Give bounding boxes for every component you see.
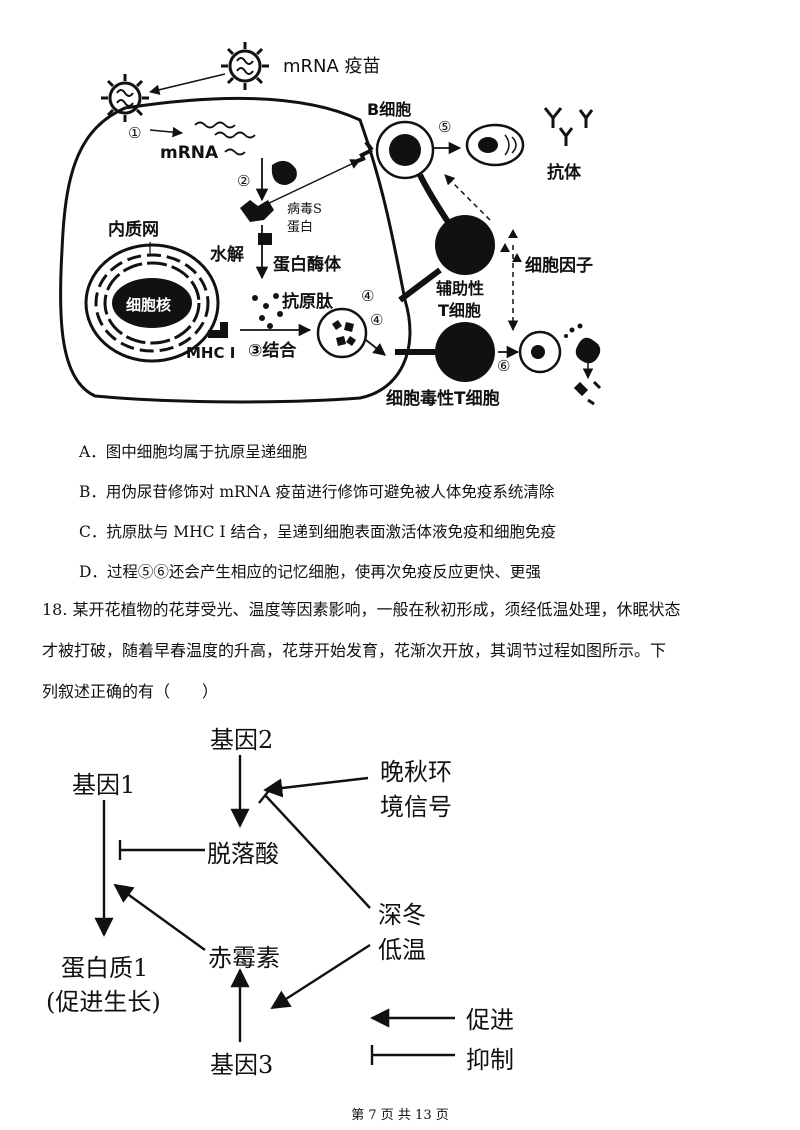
page-footer: 第 7 页 共 13 页 — [351, 1108, 449, 1123]
antigen-peptide-label: 抗原肽 — [282, 292, 333, 312]
step-4b-label: ④ — [370, 311, 384, 329]
helper-t-cell — [435, 215, 495, 275]
arrow-ga-protein1 — [113, 883, 206, 951]
option-b: B．用伪尿苷修饰对 mRNA 疫苗进行修饰可避免被人体免疫系统清除 — [79, 483, 555, 501]
step-2-label: ② — [237, 172, 251, 190]
helper-t-label-2: T细胞 — [438, 301, 481, 320]
s-protein-label-2: 蛋白 — [287, 220, 314, 235]
legend-inhibit-label: 抑制 — [466, 1046, 514, 1074]
cytokine-label: 细胞因子 — [525, 256, 593, 276]
protein-1-label-2: (促进生长) — [46, 988, 161, 1016]
step-4a-label: ④ — [361, 287, 375, 305]
arrow-autumn-aba — [263, 776, 369, 798]
proteasome-label: 蛋白酶体 — [273, 255, 341, 275]
mrna-strands — [194, 121, 256, 156]
question-18-line-1: 18. 某开花植物的花芽受光、温度等因素影响，一般在秋初形成，须经低温处理，休眠… — [42, 600, 681, 619]
antigen-peptide-dots — [252, 293, 283, 329]
gibberellin-label: 赤霉素 — [208, 944, 280, 972]
lysed-cell-icon — [575, 337, 601, 364]
arrow-winter-ga — [270, 943, 371, 1010]
gene-3-label: 基因3 — [210, 1051, 274, 1079]
nucleus — [112, 278, 192, 328]
step-5-label: ⑤ — [438, 118, 452, 136]
cytotoxic-t-label: 细胞毒性T细胞 — [386, 389, 500, 409]
antibody-label: 抗体 — [547, 163, 581, 183]
protein-1-label-1: 蛋白质1 — [61, 954, 149, 982]
endoplasmic-reticulum — [84, 243, 220, 363]
late-autumn-label-2: 境信号 — [380, 793, 452, 821]
deep-winter-label-2: 低温 — [378, 936, 426, 964]
cytokine-triangles — [500, 229, 522, 262]
gene-2-label: 基因2 — [210, 726, 274, 754]
question-18-line-2: 才被打破，随着早春温度的升高，花芽开始发育，花渐次开放，其调节过程如图所示。下 — [42, 641, 667, 660]
b-cell-label: B细胞 — [367, 100, 412, 119]
mrna-vaccine-label: mRNA 疫苗 — [283, 56, 381, 77]
immune-response-diagram — [59, 42, 602, 406]
inhibit-winter-aba — [264, 794, 371, 909]
mhc-label: MHC I — [186, 344, 236, 362]
step-6-label: ⑥ — [497, 357, 511, 375]
antibody-icons — [543, 107, 594, 146]
vesicle — [316, 307, 368, 359]
step-3-label: ③结合 — [248, 341, 297, 361]
antigen-presenting-cell-outline — [59, 96, 412, 404]
option-a: A．图中细胞均属于抗原呈递细胞 — [79, 443, 308, 461]
legend-promote-label: 促进 — [466, 1006, 514, 1034]
deep-winter-label-1: 深冬 — [378, 901, 426, 929]
late-autumn-label-1: 晚秋环 — [380, 758, 452, 786]
proteasome-icon — [258, 233, 272, 245]
vaccine-particle-entering — [101, 74, 149, 122]
s-protein-label-1: 病毒S — [287, 202, 322, 217]
step-1-label: ① — [128, 124, 142, 142]
question-18-line-3: 列叙述正确的有（ ） — [42, 682, 219, 701]
mhc-i-icon — [208, 322, 228, 338]
helper-t-label-1: 辅助性 — [436, 279, 485, 298]
mrna-label: mRNA — [160, 143, 219, 163]
hydrolysis-label: 水解 — [210, 245, 244, 265]
abscisic-acid-label: 脱落酸 — [207, 840, 279, 868]
ribosome-icon — [271, 160, 297, 185]
nucleus-label: 细胞核 — [126, 296, 172, 314]
cytotoxic-t-cell — [435, 322, 495, 382]
option-c: C．抗原肽与 MHC I 结合，呈递到细胞表面激活体液免疫和细胞免疫 — [79, 523, 557, 541]
option-d: D．过程⑤⑥还会产生相应的记忆细胞，使再次免疫反应更快、更强 — [79, 563, 541, 581]
mrna-vaccine-particle — [221, 42, 269, 90]
gene-1-label: 基因1 — [72, 771, 136, 799]
er-label: 内质网 — [108, 220, 159, 240]
